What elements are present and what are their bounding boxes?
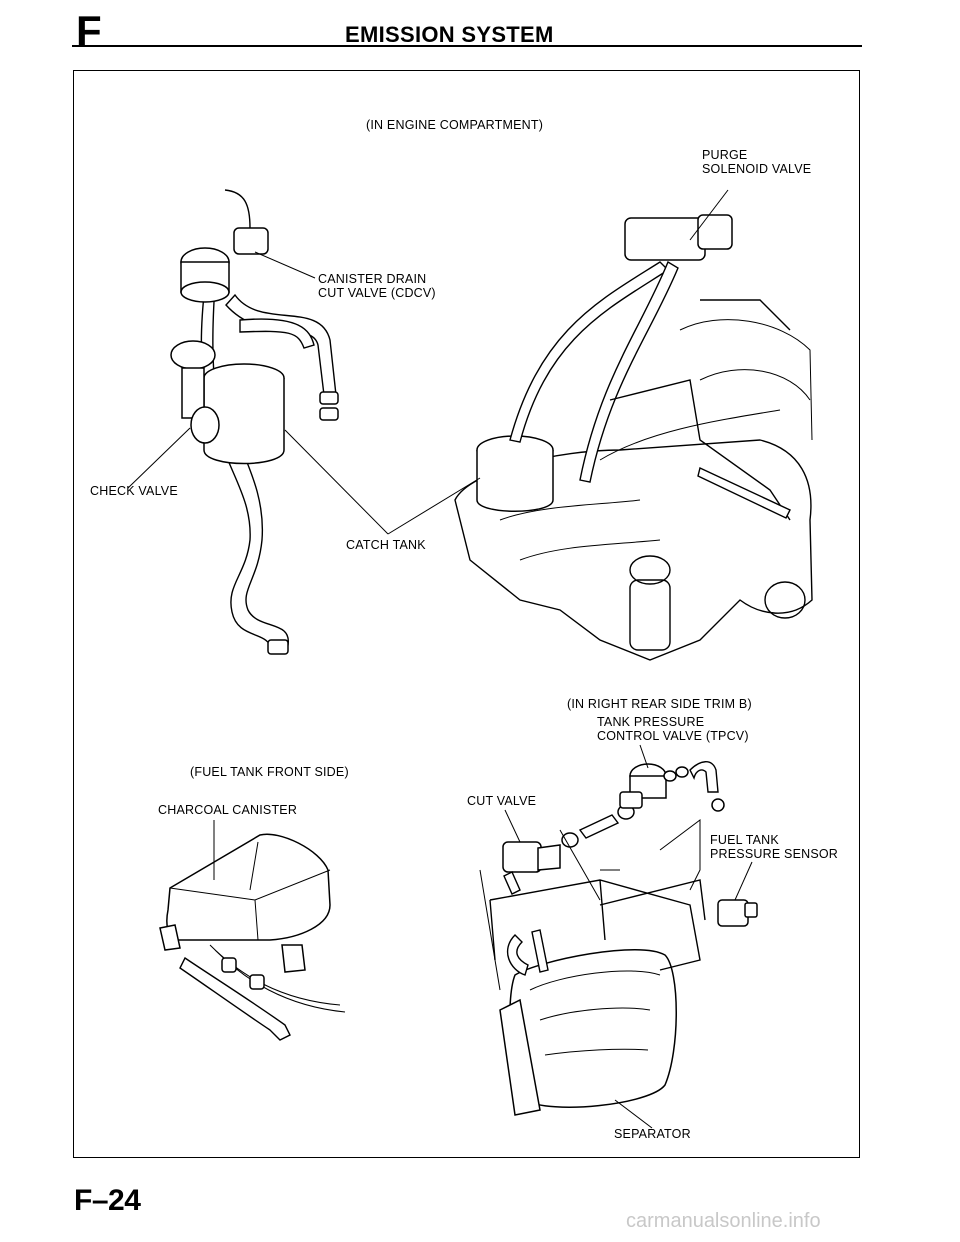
canister-drain-cut-valve-label: CANISTER DRAIN CUT VALVE (CDCV) xyxy=(318,272,436,300)
leader-catch-tank-a xyxy=(284,429,389,535)
separator-label: SEPARATOR xyxy=(614,1127,691,1141)
charcoal-canister-label: CHARCOAL CANISTER xyxy=(158,803,298,817)
fuel-tank-pressure-sensor xyxy=(717,899,749,927)
tpcv-label: TANK PRESSURE CONTROL VALVE (TPCV) xyxy=(597,715,749,743)
cdcv-bottom xyxy=(180,281,230,303)
leader-separator xyxy=(614,1099,653,1129)
check-valve xyxy=(170,340,216,370)
watermark: carmanualsonline.info xyxy=(626,1210,821,1232)
canister-hose-1 xyxy=(179,956,291,1041)
drain-hose xyxy=(223,438,289,651)
vapor-line xyxy=(579,260,679,483)
leader-cdcv xyxy=(254,251,316,279)
canister-inner-hose xyxy=(239,318,315,349)
check-valve-label: CHECK VALVE xyxy=(90,484,178,498)
fuel-tank-pressure-sensor-label: FUEL TANK PRESSURE SENSOR xyxy=(710,833,839,861)
section-letter: F xyxy=(76,7,102,54)
header-rule xyxy=(72,45,862,47)
right-rear-side-trim-caption: (IN RIGHT REAR SIDE TRIM B) xyxy=(567,697,752,711)
cut-valve xyxy=(502,841,542,873)
fuel-tank-front-side-caption: (FUEL TANK FRONT SIDE) xyxy=(190,765,349,779)
engine-compartment-caption: (IN ENGINE COMPARTMENT) xyxy=(366,118,544,132)
leader-tpcv xyxy=(639,744,649,769)
purge-line xyxy=(509,261,670,443)
figure-frame xyxy=(73,70,860,1158)
catch-tank-label: CATCH TANK xyxy=(346,538,426,552)
leader-purge xyxy=(689,189,729,241)
hose-clamp xyxy=(319,391,339,405)
purge-solenoid-valve xyxy=(624,217,706,261)
cdcv-connector xyxy=(233,227,269,255)
leader-cut-valve xyxy=(504,809,521,843)
leader-catch-tank-b xyxy=(387,477,481,535)
leader-check-valve xyxy=(127,427,191,489)
cut-valve-hose xyxy=(578,814,620,839)
page-number: F–24 xyxy=(74,1184,141,1217)
leader-pressure-sensor xyxy=(734,861,753,901)
cut-valve-label: CUT VALVE xyxy=(467,794,537,808)
charcoal-canister xyxy=(166,833,331,941)
purge-solenoid-valve-label: PURGE SOLENOID VALVE xyxy=(702,148,812,176)
catch-tank-body xyxy=(203,378,285,465)
separator-bracket xyxy=(489,879,701,971)
page-title: EMISSION SYSTEM xyxy=(345,22,554,47)
